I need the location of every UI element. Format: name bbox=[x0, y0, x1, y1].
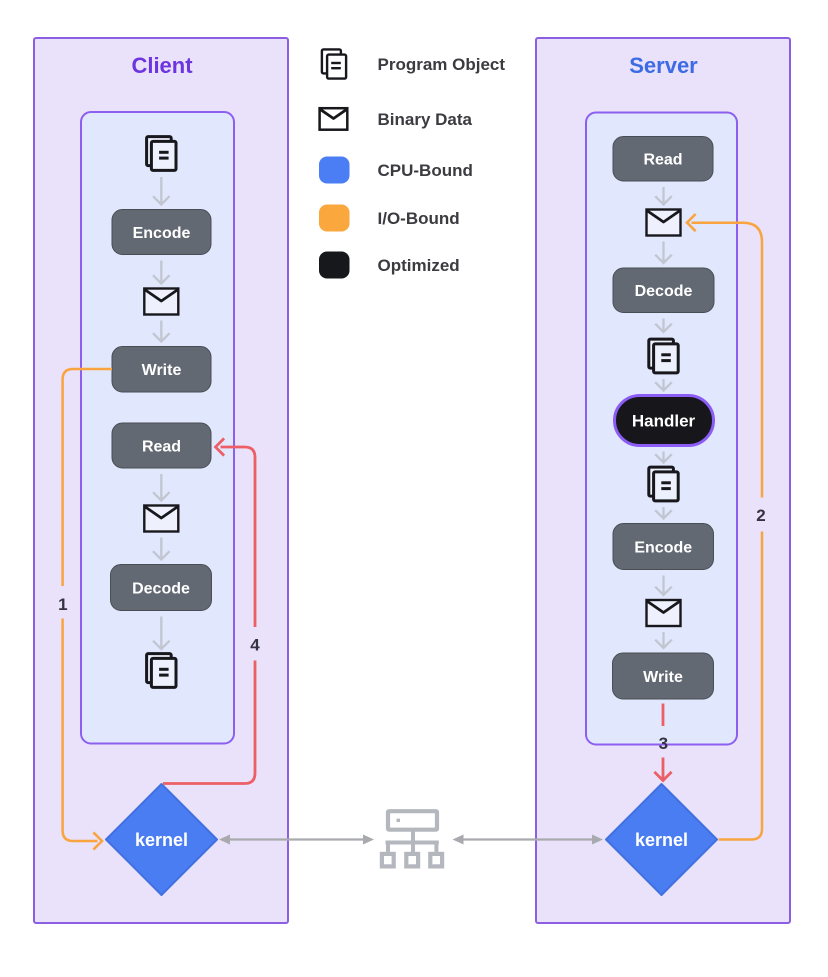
svg-text:Decode: Decode bbox=[635, 283, 693, 300]
svg-text:I/O-Bound: I/O-Bound bbox=[378, 209, 460, 228]
svg-text:Handler: Handler bbox=[632, 412, 696, 431]
svg-text:Binary Data: Binary Data bbox=[378, 110, 473, 129]
svg-text:Program Object: Program Object bbox=[378, 55, 506, 74]
svg-text:Write: Write bbox=[142, 362, 182, 379]
svg-text:3: 3 bbox=[659, 734, 668, 753]
svg-text:Client: Client bbox=[131, 53, 193, 78]
svg-text:Decode: Decode bbox=[132, 580, 190, 597]
svg-text:Read: Read bbox=[643, 152, 682, 169]
svg-text:CPU-Bound: CPU-Bound bbox=[378, 161, 473, 180]
svg-text:Optimized: Optimized bbox=[378, 256, 460, 275]
svg-text:1: 1 bbox=[58, 595, 67, 614]
svg-text:kernel: kernel bbox=[135, 830, 188, 850]
svg-text:4: 4 bbox=[250, 635, 260, 654]
svg-text:Server: Server bbox=[629, 53, 698, 78]
svg-text:kernel: kernel bbox=[635, 830, 688, 850]
svg-text:Write: Write bbox=[643, 669, 683, 686]
svg-text:Encode: Encode bbox=[133, 225, 191, 242]
svg-text:Encode: Encode bbox=[634, 539, 692, 556]
svg-text:2: 2 bbox=[756, 506, 765, 525]
svg-text:Read: Read bbox=[142, 438, 181, 455]
